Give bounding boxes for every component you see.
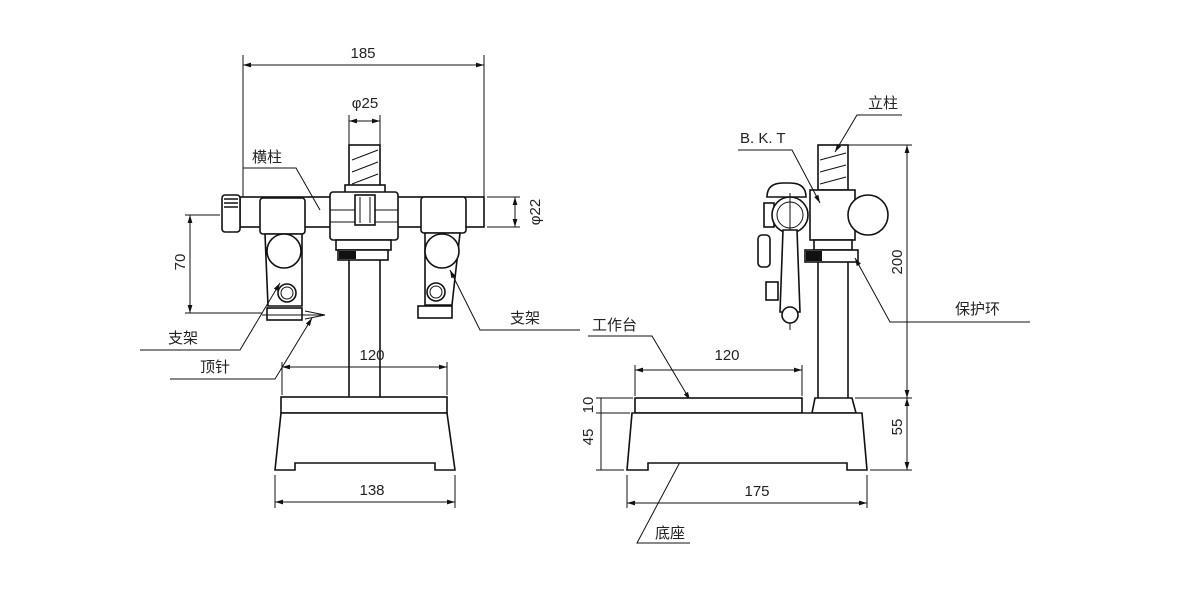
- front-view: 185 φ25: [140, 45, 580, 508]
- dim-phi22: φ22: [487, 196, 544, 228]
- leader-column: [834, 114, 902, 153]
- leader-bkt: [738, 149, 821, 204]
- dim-138-label: 138: [359, 482, 384, 499]
- label-guard-ring: 保护环: [955, 301, 1000, 318]
- dim-70: 70: [172, 214, 262, 314]
- dim-55: 55: [855, 397, 912, 471]
- leader-center-pin: [170, 317, 313, 380]
- leader-base: [636, 446, 690, 544]
- worktable-side: [634, 397, 803, 414]
- dim-phi22-label: φ22: [527, 199, 544, 225]
- base-front: [274, 412, 456, 471]
- label-base: 底座: [655, 525, 685, 542]
- label-bracket-right: 支架: [510, 310, 540, 327]
- dim-120-side-label: 120: [714, 347, 739, 364]
- bkt-bracket: [757, 182, 889, 330]
- guard-ring: [804, 249, 859, 263]
- leader-bracket-right: [449, 269, 580, 331]
- worktable-front: [280, 396, 448, 414]
- leader-crossbar: [243, 167, 321, 211]
- label-bkt: B. K. T: [740, 130, 786, 147]
- right-bracket: [417, 196, 467, 319]
- crossbar-knob: [221, 194, 241, 233]
- dim-138: 138: [274, 475, 456, 508]
- dim-10-45: 10 45: [580, 397, 633, 471]
- dim-200: 200: [848, 144, 912, 398]
- side-view: 200 55 立柱 B. K. T 保护环 工作台 底座 120: [580, 95, 1030, 544]
- dim-10-label: 10: [580, 397, 597, 414]
- dim-70-label: 70: [172, 254, 189, 271]
- dim-175-label: 175: [744, 483, 769, 500]
- label-worktable: 工作台: [592, 317, 637, 334]
- label-center-pin: 顶针: [200, 359, 230, 376]
- column-top: [348, 144, 381, 191]
- dim-phi25: φ25: [348, 95, 381, 145]
- dim-55-label: 55: [889, 419, 906, 436]
- dim-45-label: 45: [580, 429, 597, 446]
- dim-185-label: 185: [350, 45, 375, 62]
- dim-120-front: 120: [281, 347, 448, 395]
- dim-200-label: 200: [889, 249, 906, 274]
- leader-worktable: [588, 335, 691, 401]
- label-column: 立柱: [868, 95, 898, 112]
- dim-185: 185: [242, 45, 485, 197]
- dim-phi25-label: φ25: [352, 95, 378, 112]
- dim-175: 175: [626, 475, 868, 508]
- column-foot: [811, 397, 858, 414]
- dim-120-front-label: 120: [359, 347, 384, 364]
- base-side: [626, 412, 868, 471]
- dim-120-side: 120: [634, 347, 803, 396]
- label-bracket-left: 支架: [168, 330, 198, 347]
- label-crossbar: 横柱: [252, 149, 282, 166]
- column-side: [817, 144, 849, 398]
- leader-guard-ring: [854, 257, 1030, 323]
- center-clamp: [329, 184, 399, 261]
- leader-bracket-left: [140, 282, 281, 351]
